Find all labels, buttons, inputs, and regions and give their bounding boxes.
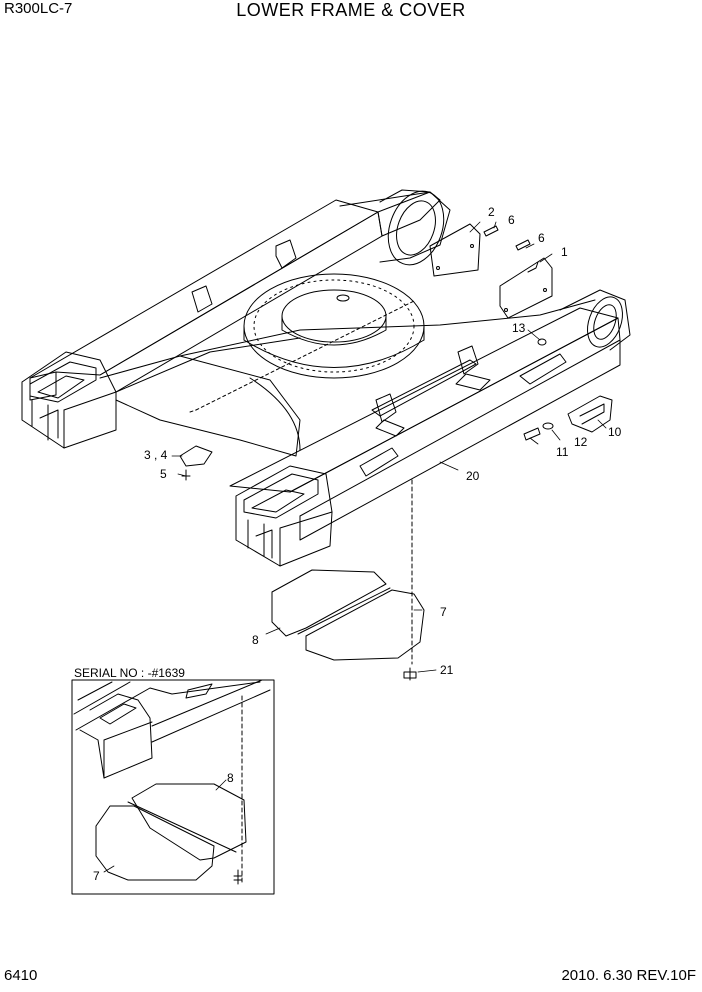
leader-lines	[171, 221, 607, 673]
callout-11: 11	[556, 445, 569, 459]
covers-top	[429, 223, 553, 319]
under-cover-7	[305, 589, 425, 661]
page-title: LOWER FRAME & COVER	[236, 0, 466, 20]
under-covers	[271, 569, 425, 681]
callout-labels: 1 2 6 6 13 10 12 11 20 3 , 4 5 7 8 21	[144, 205, 622, 677]
inset-cover-8	[131, 783, 247, 861]
guard-13	[519, 353, 567, 385]
plate-3-4	[179, 445, 213, 481]
callout-6b: 6	[538, 231, 545, 245]
callout-7: 7	[440, 605, 447, 619]
callout-20: 20	[466, 469, 480, 483]
bolt-21	[403, 667, 417, 681]
page-number: 6410	[4, 967, 38, 984]
callout-8: 8	[252, 633, 259, 647]
inset-callout-7: 7	[93, 869, 100, 883]
serial-number-label: SERIAL NO : -#1639	[74, 666, 185, 680]
cover-plate-2	[429, 223, 481, 277]
callout-6a: 6	[508, 213, 515, 227]
callout-12: 12	[574, 435, 588, 449]
bolt-11	[523, 427, 541, 441]
bolt-6b	[515, 239, 531, 251]
inset-callout-8: 8	[227, 771, 234, 785]
callout-5: 5	[160, 467, 167, 481]
callout-2: 2	[488, 205, 495, 219]
bolt-6a	[483, 225, 499, 237]
inset-cover-7	[95, 805, 215, 881]
rail-guards	[359, 338, 613, 477]
callout-10: 10	[608, 425, 622, 439]
serial-inset: 8 7	[71, 679, 275, 895]
revision-date: 2010. 6.30 REV.10F	[561, 967, 696, 984]
guard-10	[567, 395, 613, 433]
callout-13: 13	[512, 321, 526, 335]
lower-frame	[21, 189, 631, 665]
under-cover-8	[271, 569, 387, 637]
model-number: R300LC-7	[4, 0, 73, 17]
cover-plate-1	[499, 257, 553, 319]
washer-12	[542, 422, 554, 430]
callout-3-4: 3 , 4	[144, 448, 168, 462]
callout-1: 1	[561, 245, 568, 259]
guard-20-bracket	[359, 447, 399, 477]
callout-21: 21	[440, 663, 454, 677]
